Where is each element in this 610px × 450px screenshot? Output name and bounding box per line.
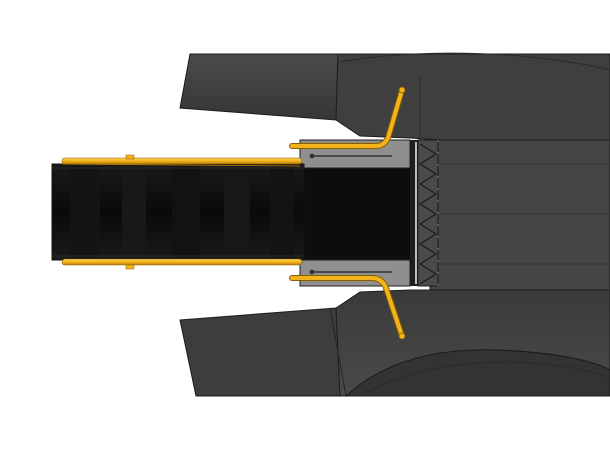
- lower-flap: [179, 307, 341, 397]
- right-body: [429, 139, 610, 291]
- hopper-bolt-icon: [309, 269, 315, 275]
- belt-stripe: [224, 166, 250, 258]
- handrail-endcap-icon: [398, 332, 406, 340]
- rail-bottom-clip: [125, 264, 135, 270]
- belt-stripe: [172, 166, 200, 258]
- rail-top-clip: [125, 154, 135, 160]
- upper-flap: [179, 53, 339, 121]
- frame-post: [410, 140, 418, 286]
- rail-bottom: [61, 258, 303, 266]
- belt-stripe: [70, 166, 100, 258]
- belt-stripe: [122, 166, 146, 258]
- zigzag-pattern: [418, 143, 438, 285]
- hopper-bolt-icon: [309, 153, 315, 159]
- handrail-top-fill: [290, 88, 404, 148]
- belt-stripe: [270, 166, 294, 258]
- hopper-throat: [299, 167, 417, 261]
- lower-arch-line: [359, 361, 610, 397]
- rail-top: [61, 157, 303, 165]
- upper-housing: [335, 53, 610, 141]
- lower-flap-seam: [329, 307, 347, 397]
- upper-contour-line: [339, 52, 610, 71]
- handrail-bottom-fill: [290, 276, 404, 338]
- rail-top-shadow: [61, 163, 301, 167]
- lower-arch: [344, 349, 610, 397]
- handrail-endcap-icon: [398, 86, 406, 94]
